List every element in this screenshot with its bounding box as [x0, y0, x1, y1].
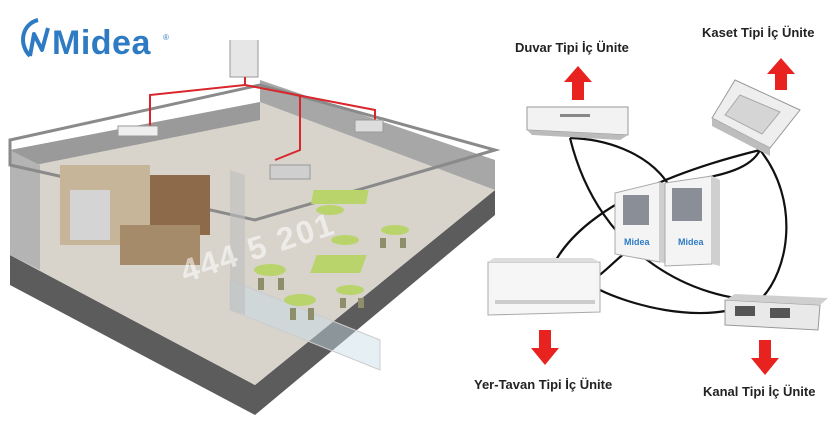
arrow-up-icon	[767, 58, 795, 90]
arrow-down-icon	[751, 340, 779, 375]
cassette-unit	[711, 79, 801, 156]
arrow-down-icon	[531, 330, 559, 365]
outdoor-brand-left: Midea	[624, 237, 651, 247]
arrow-up-icon	[564, 66, 592, 100]
duct-unit	[724, 294, 828, 331]
kitchen-counter	[120, 225, 200, 265]
outdoor-brand-right: Midea	[678, 237, 705, 247]
left-wall	[10, 150, 40, 270]
arrows	[531, 58, 795, 375]
outdoor-units: Midea Midea	[614, 175, 720, 267]
wall-unit-illustration	[117, 125, 159, 137]
duct-unit-illustration	[269, 164, 311, 180]
brand-logo: Midea ®	[16, 10, 169, 66]
dining-tables	[254, 190, 409, 306]
wall-unit	[526, 106, 629, 140]
midea-logo-icon	[21, 18, 50, 58]
building-illustration	[8, 40, 501, 415]
duct-unit-label: Kanal Tipi İç Ünite	[703, 384, 816, 399]
right-back-wall	[260, 80, 495, 190]
wall-unit-label: Duvar Tipi İç Ünite	[515, 40, 629, 55]
fridge	[70, 190, 110, 240]
floor-ceiling-unit	[487, 258, 601, 316]
brand-name: Midea	[52, 24, 151, 62]
cassette-unit-illustration	[354, 119, 384, 133]
floor-ceiling-unit-label: Yer-Tavan Tipi İç Ünite	[474, 377, 613, 392]
cassette-unit-label: Kaset Tipi İç Ünite	[702, 25, 815, 40]
registered-mark: ®	[163, 33, 169, 42]
